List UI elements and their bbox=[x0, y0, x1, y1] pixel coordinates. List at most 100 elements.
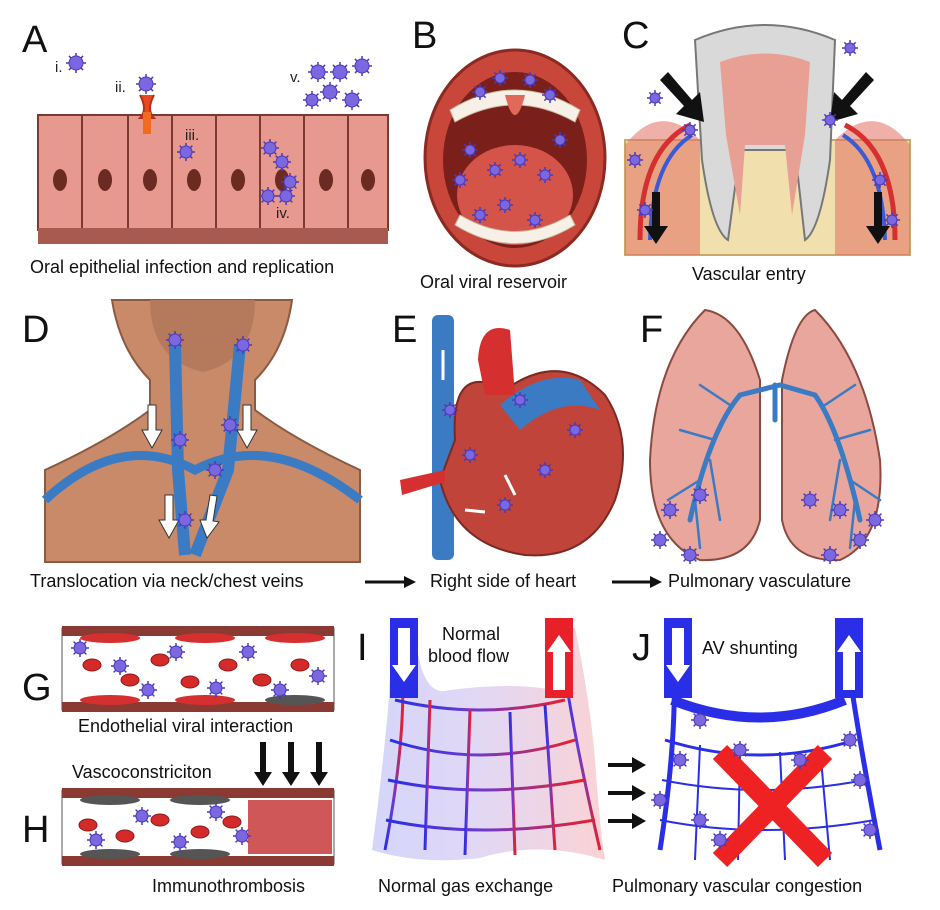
virus-particle bbox=[842, 40, 858, 56]
virus-particle bbox=[841, 731, 859, 749]
panel-d-letter: D bbox=[22, 309, 49, 351]
virus-particle bbox=[136, 74, 156, 94]
virus-particle bbox=[233, 827, 251, 845]
panel-b-caption: Oral viral reservoir bbox=[420, 272, 567, 292]
panel-e: E Right side of heart bbox=[392, 309, 623, 591]
panel-f-caption: Pulmonary vasculature bbox=[668, 571, 851, 591]
panel-a-caption: Oral epithelial infection and replicatio… bbox=[30, 257, 334, 277]
virus-particle bbox=[851, 771, 869, 789]
panel-d-caption: Translocation via neck/chest veins bbox=[30, 571, 303, 591]
virus-particle bbox=[234, 336, 252, 354]
virus-particle bbox=[462, 142, 478, 158]
panel-i-label-line2: blood flow bbox=[428, 646, 510, 666]
vasoconstriction-arrows bbox=[254, 742, 328, 786]
panel-h-caption: Immunothrombosis bbox=[152, 876, 305, 896]
virus-particle bbox=[166, 331, 184, 349]
virus-particle bbox=[552, 132, 568, 148]
step-iii-label: iii. bbox=[185, 127, 199, 144]
virus-particle bbox=[537, 167, 553, 183]
step-iv-label: iv. bbox=[276, 205, 290, 222]
virus-particle bbox=[277, 187, 295, 205]
virus-particle bbox=[542, 87, 558, 103]
virus-particle bbox=[176, 511, 194, 529]
virus-particle bbox=[821, 546, 839, 564]
panel-e-letter: E bbox=[392, 309, 417, 351]
virus-particle bbox=[261, 139, 279, 157]
panel-b-letter: B bbox=[412, 15, 437, 57]
virus-particle bbox=[239, 643, 257, 661]
virus-particle bbox=[472, 207, 488, 223]
panel-b: B Oral viral reservoir bbox=[412, 15, 605, 292]
virus-particle bbox=[71, 639, 89, 657]
virus-particle bbox=[462, 447, 478, 463]
virus-particle bbox=[472, 84, 488, 100]
virus-particle bbox=[320, 82, 340, 102]
panel-i: I Normal blood flow Normal gas exchange bbox=[357, 618, 605, 896]
virus-particle bbox=[791, 751, 809, 769]
epithelial-layer bbox=[38, 115, 388, 230]
virus-particle bbox=[177, 143, 195, 161]
panel-j-label: AV shunting bbox=[702, 638, 798, 658]
virus-particle bbox=[866, 511, 884, 529]
virus-particle bbox=[66, 53, 86, 73]
virus-particle bbox=[259, 187, 277, 205]
panel-a-letter: A bbox=[22, 19, 48, 61]
virus-particle bbox=[207, 679, 225, 697]
virus-particle bbox=[497, 197, 513, 213]
panel-e-caption: Right side of heart bbox=[430, 571, 576, 591]
virus-particle bbox=[309, 667, 327, 685]
virus-particle bbox=[522, 72, 538, 88]
virus-particle bbox=[651, 791, 669, 809]
virus-particle bbox=[303, 91, 321, 109]
lung-left bbox=[650, 310, 760, 560]
virus-particle bbox=[711, 831, 729, 849]
thrombus bbox=[248, 800, 332, 854]
virus-particle bbox=[822, 112, 838, 128]
aorta bbox=[478, 328, 515, 395]
panel-h: H Vascoconstriciton Immunothrombosis bbox=[22, 742, 334, 896]
virus-particle bbox=[171, 431, 189, 449]
virus-particle bbox=[342, 90, 362, 110]
virus-particle bbox=[207, 803, 225, 821]
virus-particle bbox=[492, 70, 508, 86]
panel-c-caption: Vascular entry bbox=[692, 264, 806, 284]
virus-particle bbox=[801, 491, 819, 509]
step-ii-label: ii. bbox=[115, 79, 126, 96]
virus-particle bbox=[487, 162, 503, 178]
virus-particle bbox=[651, 531, 669, 549]
virus-particle bbox=[206, 461, 224, 479]
panel-f: F Pulmonary vasculature bbox=[640, 309, 881, 591]
lung-right bbox=[782, 310, 881, 560]
virus-particle bbox=[682, 122, 698, 138]
virus-particle bbox=[221, 416, 239, 434]
step-i-label: i. bbox=[55, 59, 63, 76]
virus-particle bbox=[637, 202, 653, 218]
virus-particle bbox=[87, 831, 105, 849]
panel-c: C Vascular entry bbox=[622, 15, 910, 284]
virus-particle bbox=[861, 821, 879, 839]
panel-i-letter: I bbox=[357, 627, 368, 669]
panel-h-top-label: Vascoconstriciton bbox=[72, 762, 212, 782]
i-to-j-arrows bbox=[608, 757, 646, 829]
receptor-stem bbox=[143, 112, 151, 134]
virus-particle bbox=[167, 643, 185, 661]
panel-j: J AV shunting Pulmonary vascular congest… bbox=[612, 618, 880, 896]
virus-particle bbox=[308, 62, 328, 82]
virus-particle bbox=[851, 531, 869, 549]
virus-particle bbox=[271, 681, 289, 699]
panel-h-letter: H bbox=[22, 809, 49, 851]
panel-i-caption: Normal gas exchange bbox=[378, 876, 553, 896]
panel-g: G Endothelial viral interaction bbox=[22, 626, 334, 736]
virus-particle bbox=[691, 811, 709, 829]
panel-c-letter: C bbox=[622, 15, 649, 57]
virus-particle bbox=[691, 711, 709, 729]
virus-particle bbox=[273, 153, 291, 171]
panel-j-caption: Pulmonary vascular congestion bbox=[612, 876, 862, 896]
virus-particle bbox=[330, 62, 350, 82]
virus-particle bbox=[661, 501, 679, 519]
virus-particle bbox=[884, 212, 900, 228]
virus-particle bbox=[627, 152, 643, 168]
virus-particle bbox=[831, 501, 849, 519]
virus-particle bbox=[527, 212, 543, 228]
step-v-label: v. bbox=[290, 69, 301, 86]
